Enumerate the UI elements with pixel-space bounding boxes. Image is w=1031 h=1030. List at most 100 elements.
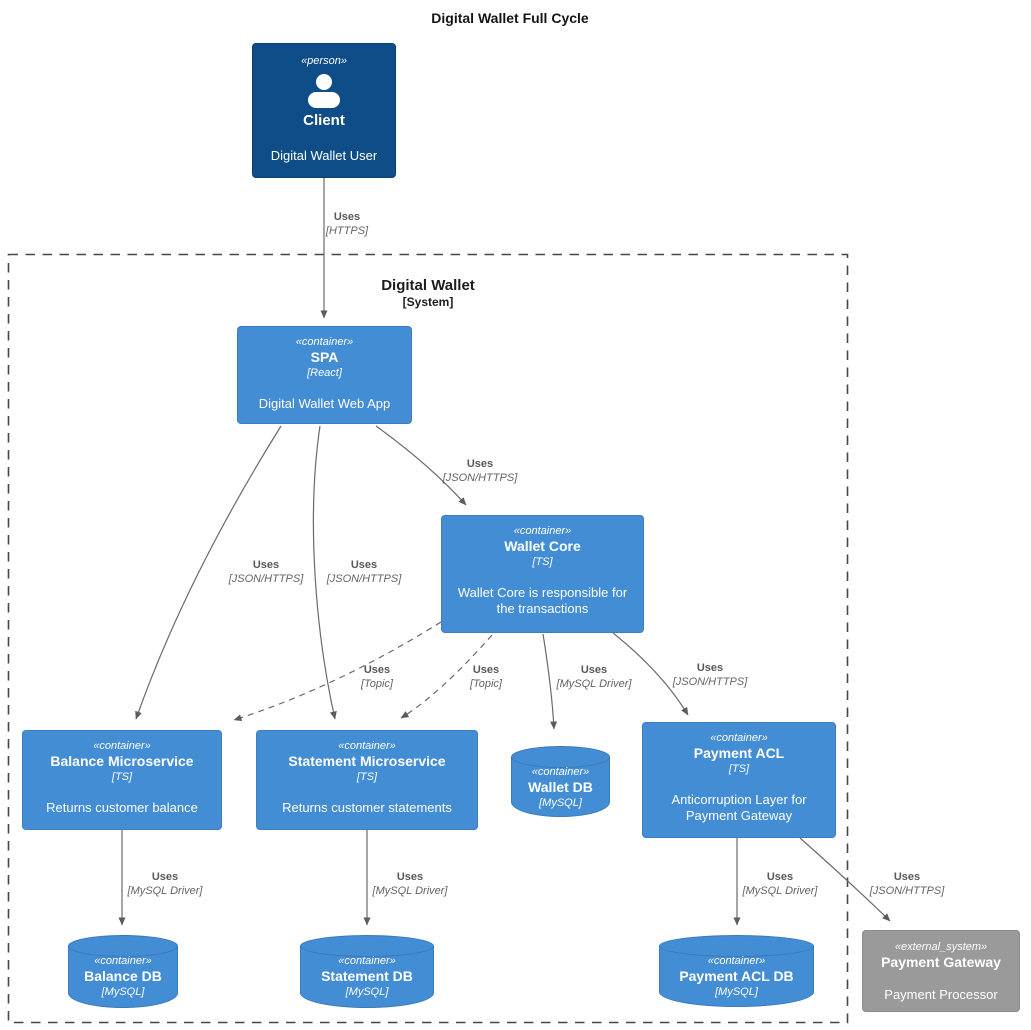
edge-spa-wallet-core: [375, 425, 467, 506]
edge-label-text: Uses: [363, 664, 391, 676]
node-wallet-db: «container» Wallet DB [MySQL]: [511, 746, 610, 817]
node-technology: [TS]: [728, 763, 750, 775]
edge-label-text: Uses: [151, 871, 179, 883]
stereotype-label: «container»: [338, 955, 396, 967]
node-name: SPA: [310, 349, 339, 365]
node-description: Anticorruption Layer for Payment Gateway: [671, 792, 807, 823]
edge-spa-balance: [135, 425, 282, 720]
edge-acl-gateway: [799, 837, 891, 922]
edge-label-text: Uses: [580, 664, 608, 676]
boundary-name: Digital Wallet: [381, 277, 475, 294]
stereotype-label: «container»: [513, 525, 572, 537]
system-boundary: [7, 253, 849, 1024]
database-cylinder: «container» Balance DB [MySQL]: [69, 946, 177, 999]
node-payment-acl-db: «container» Payment ACL DB [MySQL]: [659, 935, 814, 1007]
node-technology: [TS]: [111, 771, 133, 783]
stereotype-label: «container»: [707, 955, 766, 967]
node-client: «person» Client Digital Wallet User: [252, 43, 396, 178]
edge-label-core-walletdb: Uses [MySQL Driver]: [557, 663, 632, 691]
node-payment-acl: «container» Payment ACL [TS] Anticorrupt…: [642, 722, 836, 838]
node-name: Statement Microservice: [288, 753, 446, 769]
edge-technology-text: [JSON/HTTPS]: [442, 472, 518, 484]
database-cylinder: «container» Payment ACL DB [MySQL]: [660, 946, 813, 999]
edge-core-balance: [233, 621, 442, 722]
edge-label-spa-balance: Uses [JSON/HTTPS]: [229, 558, 304, 586]
node-description: Returns customer statements: [282, 800, 452, 815]
node-technology: [TS]: [532, 556, 553, 568]
node-name: Wallet Core: [504, 538, 581, 554]
node-name: Payment Gateway: [881, 954, 1001, 970]
edge-label-text: Uses: [350, 559, 378, 571]
edge-technology-text: [JSON/HTTPS]: [869, 885, 945, 897]
database-cylinder: «container» Statement DB [MySQL]: [301, 946, 433, 999]
node-technology: [TS]: [356, 771, 378, 783]
edge-label-core-balance: Uses [Topic]: [361, 663, 393, 691]
edge-label-spa-statement: Uses [JSON/HTTPS]: [327, 558, 402, 586]
edge-technology-text: [HTTPS]: [325, 225, 369, 237]
edge-label-acl-db: Uses [MySQL Driver]: [743, 870, 818, 898]
edge-label-text: Uses: [472, 664, 500, 676]
edge-label-text: Uses: [333, 211, 361, 223]
node-name: Balance Microservice: [50, 753, 194, 769]
node-payment-gateway: «external_system» Payment Gateway Paymen…: [862, 930, 1020, 1012]
node-description: Wallet Core is responsible for the trans…: [457, 585, 628, 616]
edge-label-acl-gateway: Uses [JSON/HTTPS]: [870, 870, 945, 898]
node-name: Statement DB: [321, 968, 413, 984]
edge-label-text: Uses: [766, 871, 794, 883]
node-technology: [MySQL]: [715, 986, 758, 998]
edge-label-core-statement: Uses [Topic]: [470, 663, 502, 691]
edge-label-text: Uses: [252, 559, 280, 571]
node-name: Wallet DB: [528, 779, 593, 795]
edge-technology-text: [JSON/HTTPS]: [228, 573, 304, 585]
stereotype-label: «person»: [301, 55, 347, 67]
edge-core-acl: [612, 632, 689, 716]
person-icon: [308, 74, 340, 108]
node-description: Digital Wallet Web App: [258, 396, 391, 411]
node-technology: [MySQL]: [345, 986, 389, 998]
edge-core-walletdb: [542, 633, 558, 730]
stereotype-label: «container»: [338, 740, 396, 752]
stereotype-label: «container»: [710, 732, 768, 744]
node-statement-db: «container» Statement DB [MySQL]: [300, 935, 434, 1008]
node-technology: [React]: [307, 367, 342, 379]
edge-label-spa-core: Uses [JSON/HTTPS]: [443, 457, 518, 485]
node-statement-microservice: «container» Statement Microservice [TS] …: [256, 730, 478, 830]
node-name: Payment ACL: [693, 745, 785, 761]
edge-technology-text: [MySQL Driver]: [372, 885, 448, 897]
edge-label-text: Uses: [396, 871, 424, 883]
node-description: Returns customer balance: [46, 800, 198, 815]
stereotype-label: «external_system»: [894, 941, 988, 953]
node-name: Client: [303, 112, 345, 129]
node-balance-microservice: «container» Balance Microservice [TS] Re…: [22, 730, 222, 830]
edge-technology-text: [JSON/HTTPS]: [326, 573, 402, 585]
edge-spa-statement: [312, 425, 337, 720]
diagram-title: Digital Wallet Full Cycle: [431, 10, 589, 26]
edge-technology-text: [MySQL Driver]: [742, 885, 818, 897]
node-name: Balance DB: [84, 968, 162, 984]
edge-label-balance-db: Uses [MySQL Driver]: [128, 870, 203, 898]
edge-label-client-spa: Uses [HTTPS]: [326, 210, 368, 238]
edge-label-statement-db: Uses [MySQL Driver]: [373, 870, 448, 898]
node-description: Payment Processor: [884, 987, 998, 1002]
node-wallet-core: «container» Wallet Core [TS] Wallet Core…: [441, 515, 644, 633]
node-description: Digital Wallet User: [270, 148, 378, 163]
edge-technology-text: [MySQL Driver]: [127, 885, 203, 897]
stereotype-label: «container»: [295, 336, 354, 348]
stereotype-label: «container»: [93, 740, 151, 752]
node-technology: [MySQL]: [101, 986, 145, 998]
node-spa: «container» SPA [React] Digital Wallet W…: [237, 326, 412, 424]
edge-core-statement: [400, 634, 493, 719]
stereotype-label: «container»: [94, 955, 152, 967]
boundary-type: [System]: [402, 295, 454, 309]
node-technology: [MySQL]: [539, 797, 582, 809]
edge-label-core-acl: Uses [JSON/HTTPS]: [673, 661, 748, 689]
stereotype-label: «container»: [531, 766, 590, 778]
edge-technology-text: [MySQL Driver]: [556, 678, 632, 690]
edge-label-text: Uses: [893, 871, 921, 883]
boundary-label: Digital Wallet [System]: [381, 277, 475, 310]
node-name: Payment ACL DB: [679, 968, 794, 984]
edge-label-text: Uses: [466, 458, 494, 470]
edge-technology-text: [Topic]: [360, 678, 394, 690]
